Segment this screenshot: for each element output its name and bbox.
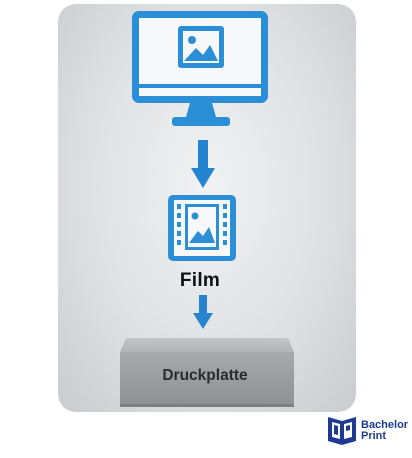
- arrow-down-icon: [191, 140, 215, 188]
- arrow-down-icon: [193, 295, 213, 329]
- logo-line1: Bachelor: [361, 419, 409, 431]
- logo-text: Bachelor Print: [361, 420, 408, 442]
- film-label: Film: [179, 270, 221, 291]
- bachelor-print-logo-icon: [328, 417, 356, 445]
- printing-plate-block: [120, 338, 294, 407]
- film-image-icon: [168, 195, 236, 261]
- logo-line2: Print: [361, 430, 387, 442]
- monitor-image-icon: [132, 11, 268, 126]
- plate-label: Druckplatte: [162, 367, 248, 384]
